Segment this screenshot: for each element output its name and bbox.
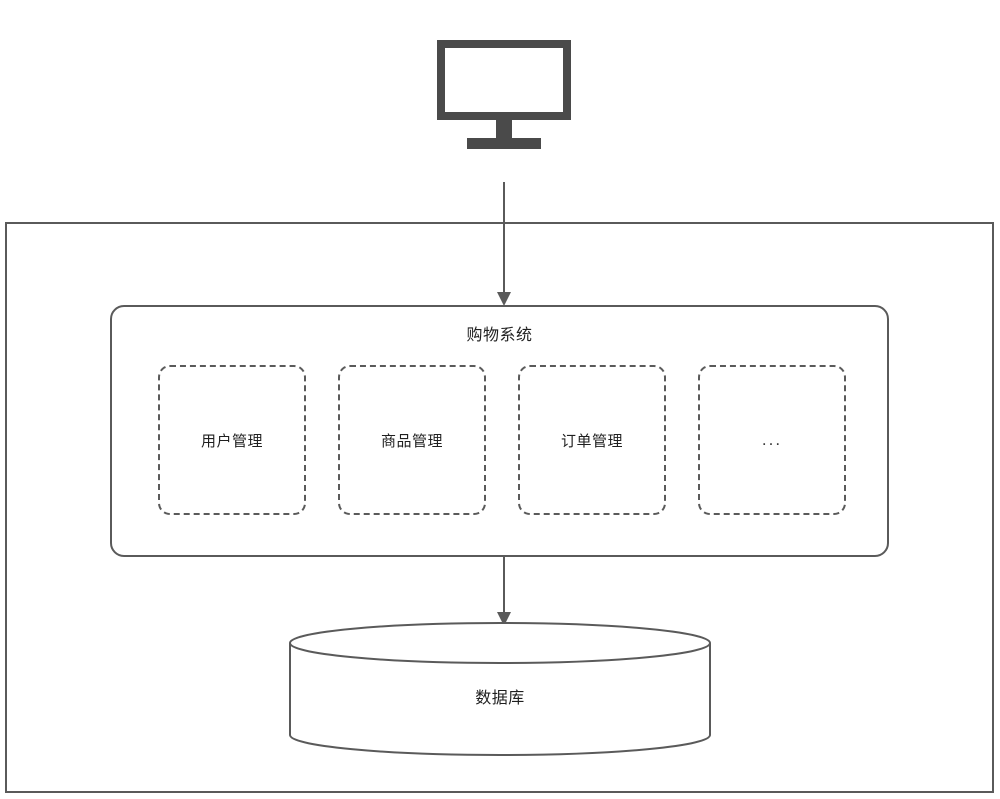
- database-node: 数据库: [289, 622, 711, 756]
- outer-boundary: [5, 222, 994, 793]
- module-order-management[interactable]: 订单管理: [518, 365, 666, 515]
- database-label: 数据库: [475, 690, 525, 707]
- monitor-neck: [496, 120, 512, 140]
- shopping-system-box: 购物系统 用户管理 商品管理 订单管理 ...: [110, 305, 889, 557]
- database-cylinder-icon: [289, 622, 711, 756]
- arrow-system-to-database: [497, 556, 511, 626]
- module-label: ...: [761, 430, 783, 449]
- monitor-icon: [432, 40, 576, 150]
- monitor-screen: [437, 40, 571, 120]
- arrow-head: [497, 292, 511, 306]
- module-product-management[interactable]: 商品管理: [338, 365, 486, 515]
- arrow-client-to-system: [497, 182, 511, 306]
- arrow-line: [503, 556, 505, 614]
- module-more[interactable]: ...: [698, 365, 846, 515]
- shopping-system-title: 购物系统: [466, 327, 533, 344]
- module-label: 订单管理: [560, 432, 623, 450]
- module-label: 用户管理: [200, 432, 263, 450]
- monitor-base: [467, 138, 541, 149]
- module-label: 商品管理: [380, 432, 443, 450]
- module-list: 用户管理 商品管理 订单管理 ...: [158, 365, 846, 515]
- arrow-line: [503, 182, 505, 294]
- module-user-management[interactable]: 用户管理: [158, 365, 306, 515]
